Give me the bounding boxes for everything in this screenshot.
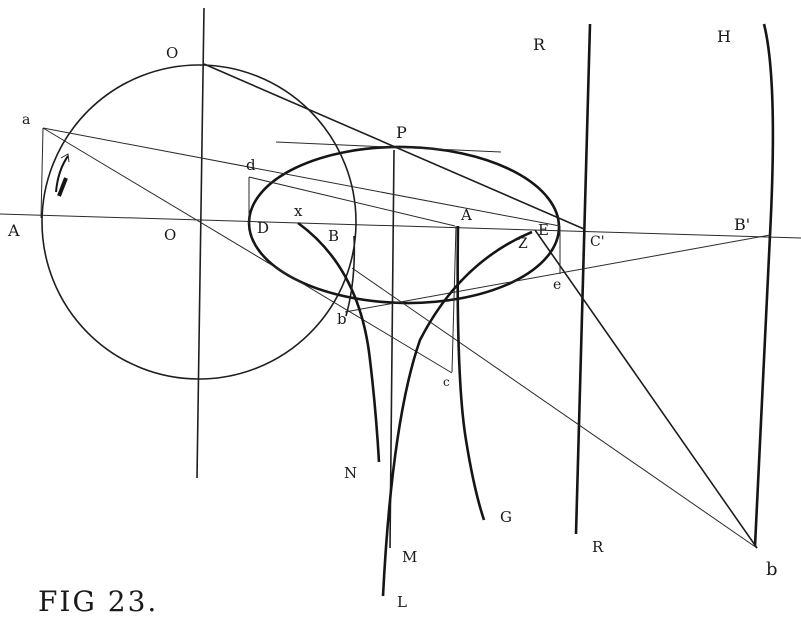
label-c-prime: C' [590, 234, 605, 250]
label-p: P [396, 123, 407, 142]
label-x: x [294, 202, 303, 220]
label-b-prime: B' [734, 215, 750, 234]
label-o-center: O [164, 226, 176, 244]
label-a-left: A [7, 221, 20, 240]
label-r-bottom: R [592, 538, 604, 556]
label-r-top: R [533, 35, 546, 54]
curve-n [297, 221, 381, 463]
label-l: L [397, 593, 407, 611]
line-to-b-bottom [351, 267, 758, 549]
line-d-to-a [248, 176, 456, 227]
vertical-line-r [574, 23, 592, 535]
arrow-mark [55, 155, 69, 193]
label-g: G [500, 508, 512, 526]
arrow-head [60, 153, 70, 163]
tangent-at-p [275, 141, 502, 153]
line-b-to-b-prime [344, 234, 771, 313]
curve-h [753, 23, 775, 547]
curve-g [456, 225, 486, 521]
line-a-down [40, 127, 44, 219]
label-d-upper: D [257, 219, 269, 237]
line-z-to-b-bottom [534, 229, 758, 549]
label-b-small: b [337, 310, 347, 328]
curve-l-m [381, 230, 533, 597]
label-n: N [344, 464, 357, 482]
arrow-stroke-mark [57, 177, 68, 197]
label-b-bottom: b [766, 559, 778, 580]
horizontal-axis [0, 213, 801, 239]
line-a-to-c [42, 127, 453, 374]
label-a-top: a [22, 112, 30, 128]
vertical-line-o [196, 7, 205, 479]
figure-caption: FIG 23. [38, 585, 158, 618]
label-e-upper: E [538, 221, 549, 239]
label-o-top: O [166, 44, 178, 62]
label-b-upper: B [328, 227, 339, 245]
line-a-to-c-vertical [451, 225, 457, 373]
curve-b-small [345, 235, 356, 317]
label-m: M [402, 548, 417, 566]
line-a-to-e [42, 127, 561, 227]
label-z: Z [518, 236, 528, 252]
line-o-to-e [203, 63, 585, 230]
label-h: H [717, 27, 731, 46]
label-e-lower: e [553, 277, 561, 293]
circle [41, 64, 357, 380]
label-d: d [246, 156, 256, 174]
label-a-mid: A [460, 206, 472, 224]
label-c: c [443, 375, 450, 389]
